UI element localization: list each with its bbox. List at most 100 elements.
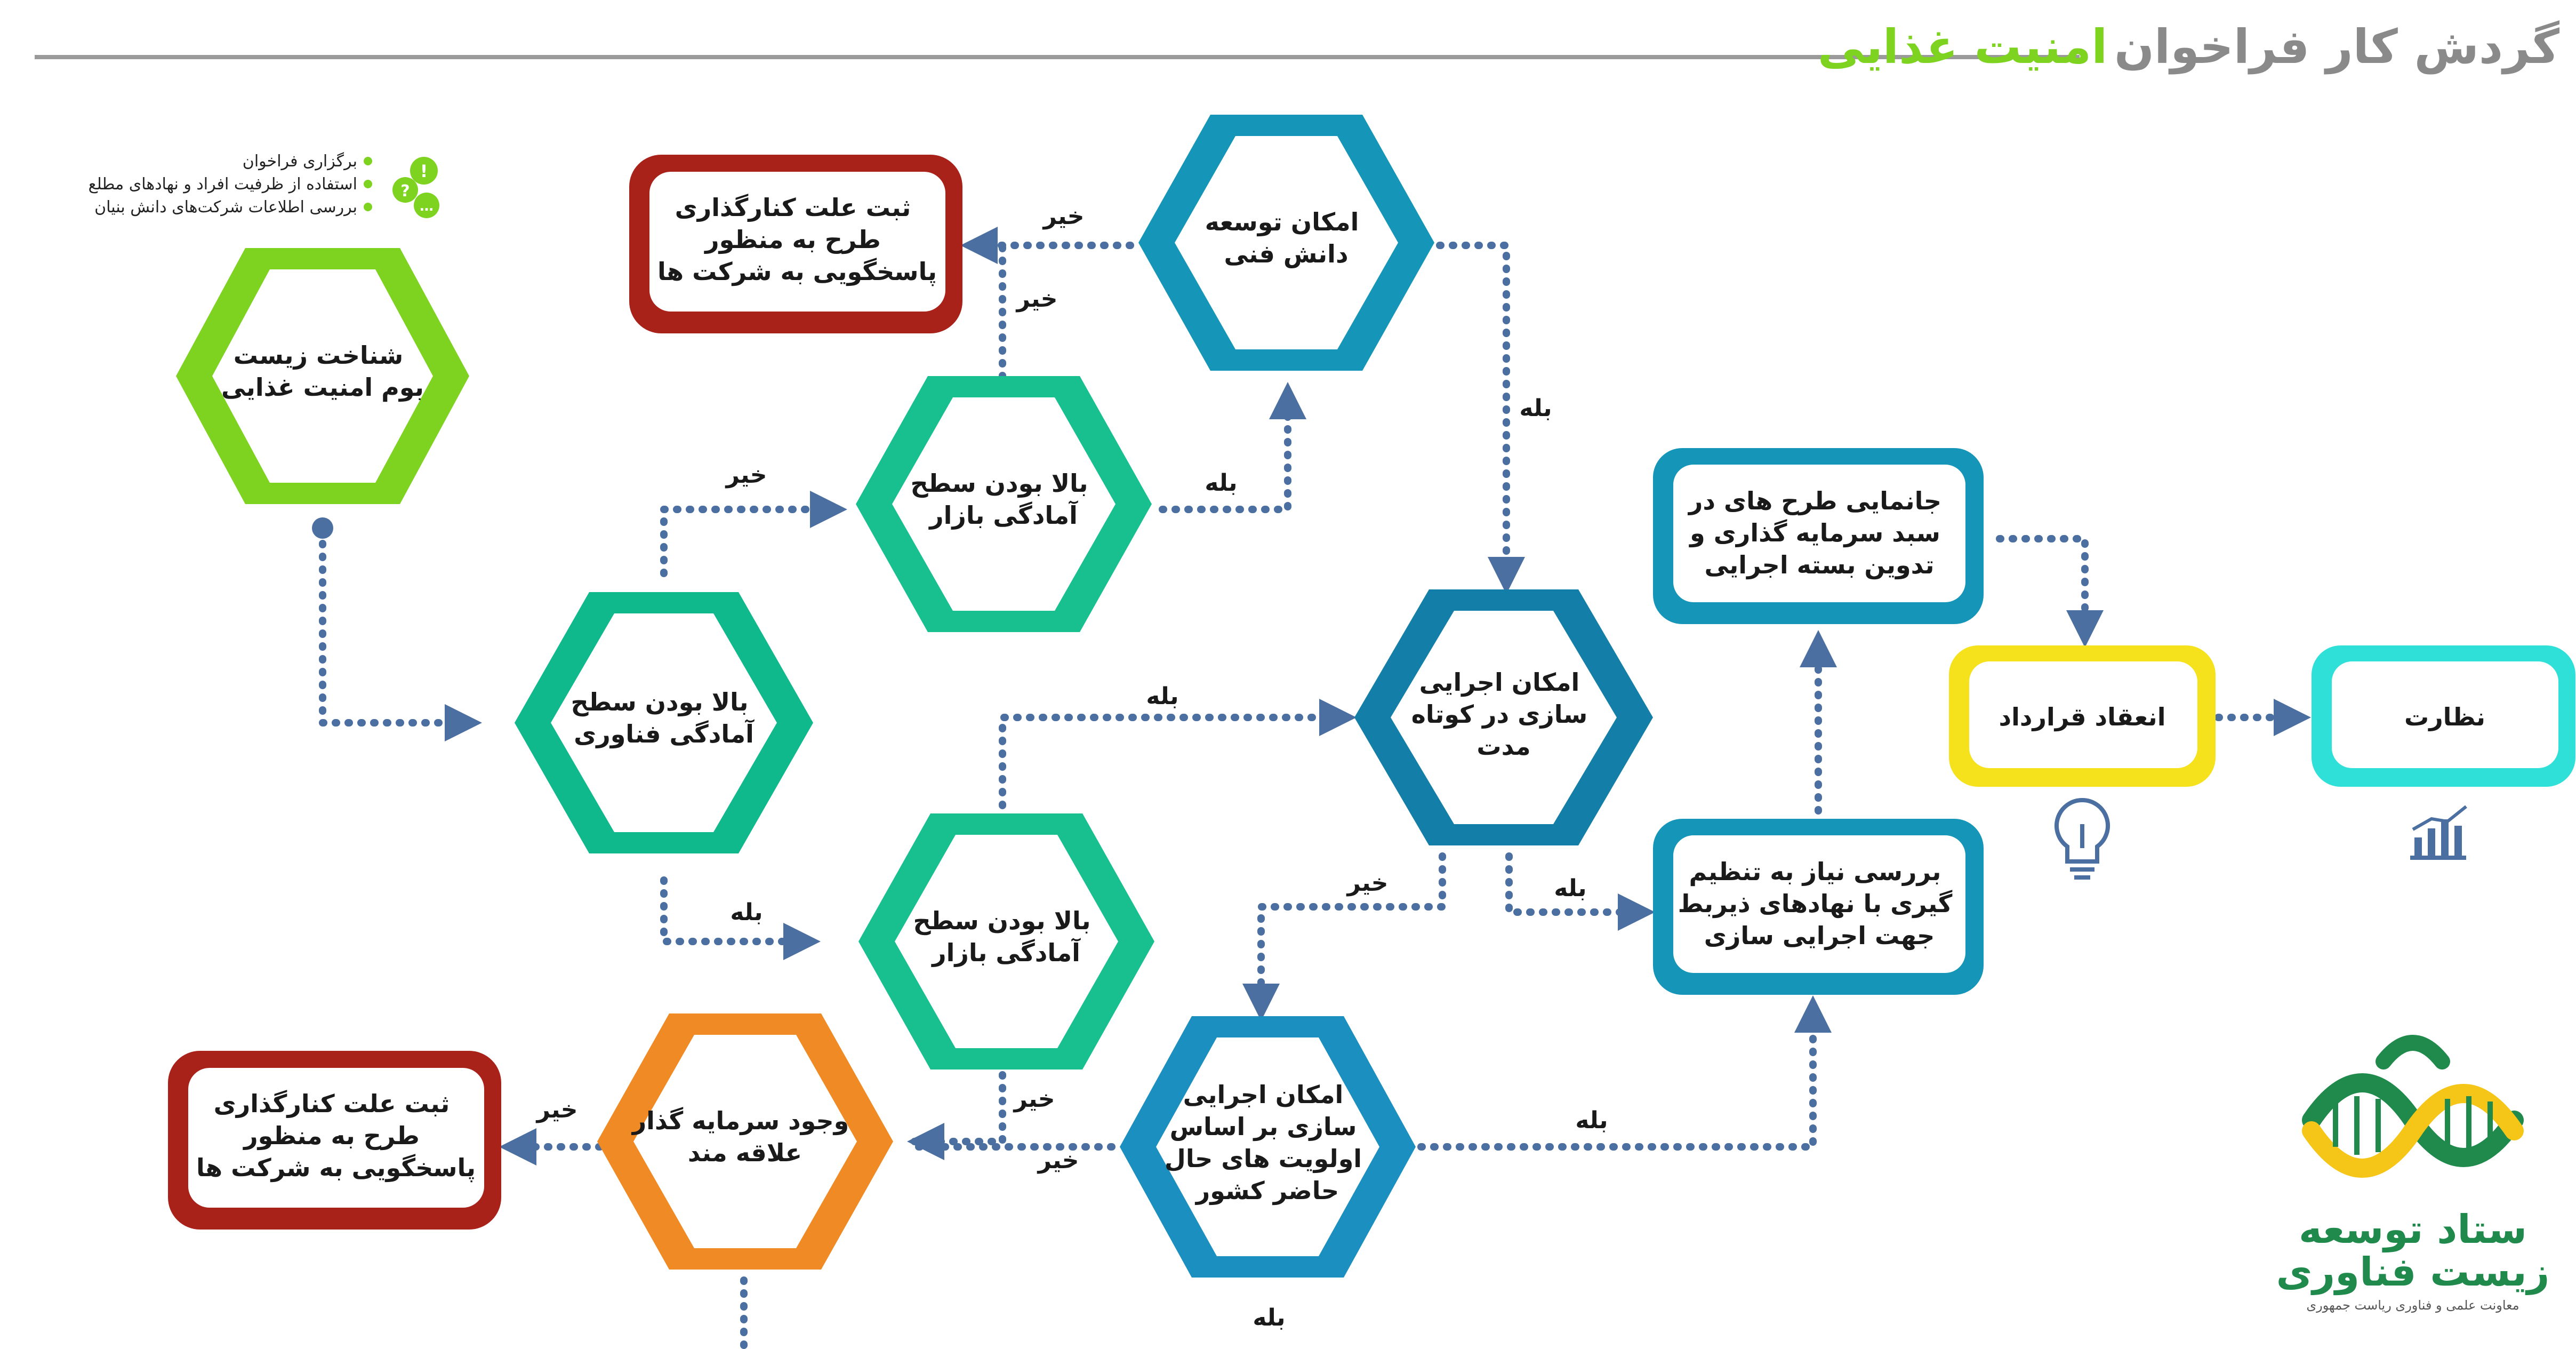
node-label: شناخت زیست بوم امنیت غذایی: [221, 341, 424, 402]
node-label-line: آمادگی فناوری: [574, 719, 755, 748]
bar-chart-icon: [2410, 805, 2467, 860]
connector: [740, 1276, 748, 1349]
logo-text-line2: زیست فناوری: [2276, 1249, 2550, 1296]
svg-text:!: !: [420, 161, 428, 181]
node-label: بالا بودن سطح آمادگی فناوری: [571, 688, 757, 748]
node-hex-n3: بالا بودن سطح آمادگی بازار: [856, 376, 1152, 632]
svg-text:…: …: [420, 198, 434, 214]
node-label-line: اولویت های حال: [1165, 1144, 1362, 1173]
node-label-line: ثبت علت کنارگذاری: [214, 1089, 450, 1118]
edge-label-no: خیر: [1013, 1085, 1055, 1113]
title-part-green: امنیت غذایی: [1818, 19, 2107, 74]
node-label-line: سازی در کوتاه: [1411, 700, 1588, 729]
connectors: [319, 227, 2311, 1349]
logo-subtitle: معاونت علمی و فناوری ریاست جمهوری: [2306, 1298, 2519, 1313]
node-box-n12: جانمایی طرح های در سبد سرمایه گذاری و تد…: [1653, 448, 1984, 624]
node-hex-n8: امکان اجرایی سازی بر اساس اولویت های حال…: [1120, 1016, 1416, 1278]
header: گردش کار فراخوان امنیت غذایی: [35, 19, 2560, 75]
connector: [660, 491, 847, 577]
edge-label-yes: بله: [1146, 683, 1178, 710]
node-label-line: آمادگی بازار: [928, 500, 1078, 530]
node-hex-n2: بالا بودن سطح آمادگی فناوری: [515, 592, 813, 853]
connector: [1505, 852, 1655, 931]
node-label-line: بالا بودن سطح: [913, 906, 1090, 935]
logo-text-line1: ستاد توسعه: [2299, 1207, 2527, 1253]
node-label: نظارت: [2404, 703, 2485, 731]
connector: [1159, 382, 1306, 513]
node-label-line: امکان توسعه: [1205, 207, 1359, 236]
node-label: ثبت علت کنارگذاری طرح به منظور پاسخگویی …: [196, 1089, 476, 1183]
edge-label-yes: بله: [1205, 469, 1237, 497]
connector: [1417, 995, 1832, 1151]
node-label-line: سبد سرمایه گذاری و: [1689, 518, 1940, 547]
node-box-n14: نظارت: [2312, 645, 2575, 787]
node-label: وجود سرمایه گذار علاقه مند: [631, 1106, 858, 1167]
node-hex-n1: شناخت زیست بوم امنیت غذایی: [176, 248, 469, 504]
note-bullet: [364, 157, 372, 165]
node-label: امکان توسعه دانش فنی: [1205, 207, 1368, 268]
node-label-line: طرح به منظور: [704, 225, 881, 254]
edge-label-no: خیر: [1037, 1147, 1079, 1174]
node-label: امکان اجرایی سازی در کوتاه مدت: [1411, 668, 1596, 761]
node-label-line: بررسی نیاز به تنظیم: [1689, 857, 1941, 886]
connector: [907, 1071, 1006, 1160]
svg-text:?: ?: [400, 182, 410, 201]
node-label: انعقاد قرارداد: [1999, 703, 2166, 731]
node-label-line: بالا بودن سطح: [910, 469, 1088, 498]
edge-label-yes: بله: [1575, 1107, 1608, 1134]
node-label-line: جهت اجرایی سازی: [1704, 921, 1935, 950]
connector: [1996, 535, 2104, 648]
note-item: استفاده از ظرفیت افراد و نهادهای مطلع: [89, 175, 357, 194]
page-title: گردش کار فراخوان امنیت غذایی: [1818, 19, 2560, 75]
node-box-n13: انعقاد قرارداد: [1949, 645, 2216, 787]
node-label-line: علاقه مند: [688, 1138, 802, 1167]
node-hex-n9: وجود سرمایه گذار علاقه مند: [597, 1013, 893, 1270]
node-label-line: سازی بر اساس: [1170, 1112, 1357, 1141]
notes-block: برگزاری فراخوان استفاده از ظرفیت افراد و…: [89, 152, 439, 218]
node-hex-n5: امکان توسعه دانش فنی: [1138, 115, 1434, 371]
node-label: بالا بودن سطح آمادگی بازار: [910, 469, 1096, 530]
node-label-line: طرح به منظور: [243, 1121, 420, 1150]
note-bullet: [364, 180, 372, 188]
node-label: ثبت علت کنارگذاری طرح به منظور پاسخگویی …: [657, 193, 937, 286]
start-dot: [312, 517, 333, 539]
node-label-line: ثبت علت کنارگذاری: [675, 193, 911, 222]
node-label-line: بالا بودن سطح: [571, 688, 748, 716]
connector: [1242, 852, 1446, 1021]
node-label-line: پاسخگویی به شرکت ها: [196, 1153, 476, 1183]
node-box-n11: بررسی نیاز به تنظیم گیری با نهادهای ذیرب…: [1653, 819, 1984, 995]
note-bullet: [364, 203, 372, 211]
edge-label-no: خیر: [1015, 285, 1057, 313]
node-label-line: جانمایی طرح های در: [1688, 486, 1941, 515]
edge-label-yes: بله: [1253, 1304, 1285, 1331]
edge-label-no: خیر: [535, 1096, 577, 1123]
node-label-line: امکان اجرایی: [1183, 1080, 1344, 1109]
edge-label-yes: بله: [730, 899, 763, 926]
edge-label-yes: بله: [1519, 395, 1552, 422]
note-item: بررسی اطلاعات شرکت‌های دانش بنیان: [94, 198, 357, 217]
connector: [319, 527, 482, 741]
edge-label-yes: بله: [1554, 875, 1586, 902]
organization-logo: ستاد توسعه زیست فناوری معاونت علمی و فنا…: [2276, 1035, 2550, 1313]
question-bubbles-icon: ! ? …: [392, 157, 439, 218]
node-label-line: امکان اجرایی: [1419, 668, 1580, 697]
node-hex-n7: امکان اجرایی سازی در کوتاه مدت: [1354, 589, 1653, 845]
edge-label-no: خیر: [1346, 869, 1388, 897]
node-label: جانمایی طرح های در سبد سرمایه گذاری و تد…: [1688, 486, 1950, 579]
node-box-n10: ثبت علت کنارگذاری طرح به منظور پاسخگویی …: [168, 1051, 501, 1230]
node-label: امکان اجرایی سازی بر اساس اولویت های حال…: [1165, 1080, 1370, 1205]
connector: [999, 699, 1357, 809]
node-label-line: پاسخگویی به شرکت ها: [657, 257, 937, 286]
node-label-line: آمادگی بازار: [931, 938, 1081, 967]
dna-logo-icon: [2302, 1035, 2524, 1178]
node-hex-n4: بالا بودن سطح آمادگی بازار: [858, 813, 1154, 1069]
node-label-line: تدوین بسته اجرایی: [1704, 550, 1934, 579]
connector: [660, 876, 821, 960]
lightbulb-icon: [2054, 797, 2110, 880]
node-label-line: شناخت زیست: [234, 341, 403, 370]
node-label-line: بوم امنیت غذایی: [221, 373, 424, 402]
note-item: برگزاری فراخوان: [243, 152, 357, 171]
node-label-line: حاضر کشور: [1195, 1176, 1339, 1205]
node-label: بررسی نیاز به تنظیم گیری با نهادهای ذیرب…: [1678, 857, 1961, 950]
